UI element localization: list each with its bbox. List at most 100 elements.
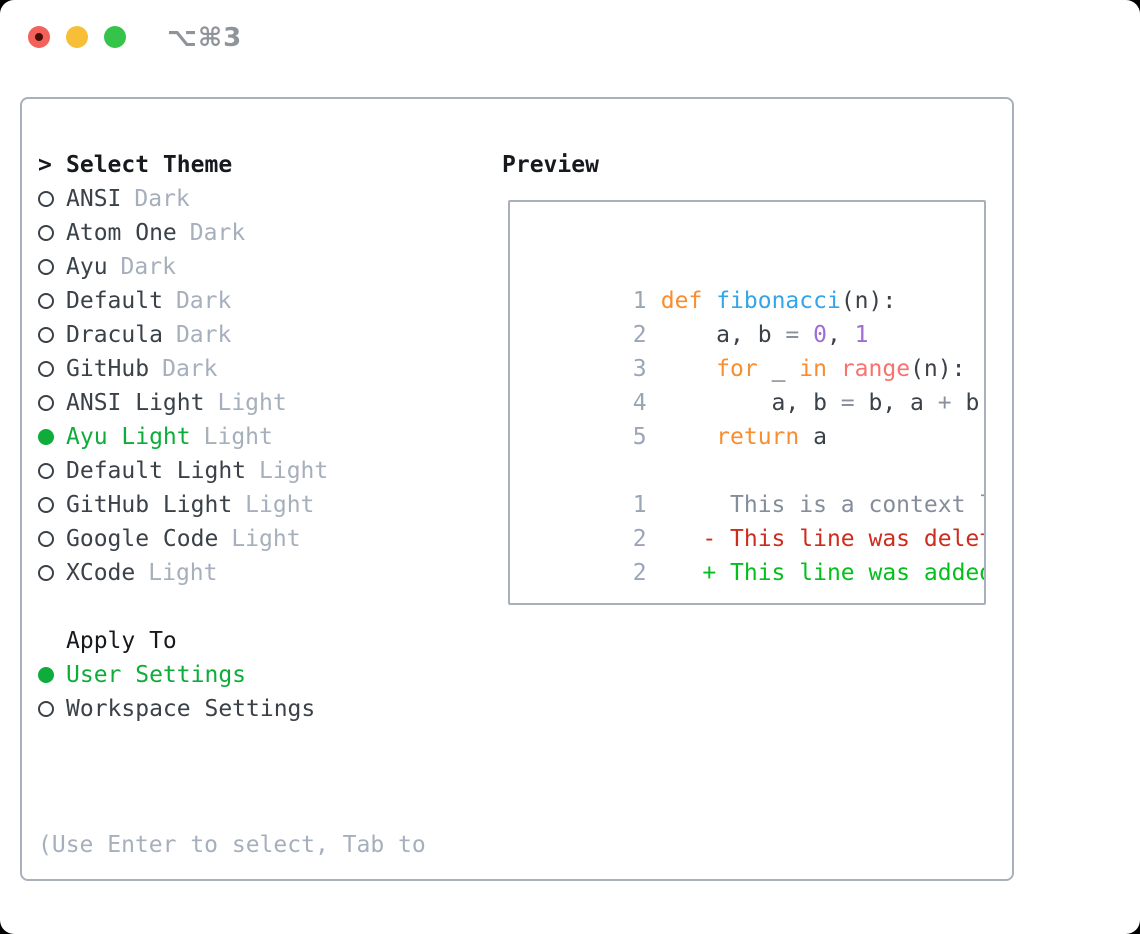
theme-variant: Light: [259, 458, 329, 484]
code-token: (n):: [910, 356, 966, 382]
theme-variant: Dark: [120, 254, 176, 280]
theme-variant: Light: [245, 492, 315, 518]
preview-title: Preview: [502, 152, 599, 178]
theme-option-ayu-dark[interactable]: Ayu Dark: [38, 250, 468, 284]
radio-icon: [38, 701, 54, 717]
code-token: [661, 424, 716, 450]
spacer: [38, 590, 468, 624]
diff-added-line: 2 + This line was added.: [522, 522, 984, 586]
line-number: 2: [632, 526, 647, 552]
theme-name: Dracula: [66, 322, 163, 348]
close-button[interactable]: [28, 26, 50, 48]
code-token: [702, 288, 716, 314]
titlebar: ⌥⌘3: [0, 0, 1140, 74]
theme-variant: Light: [217, 390, 287, 416]
theme-variant: Dark: [189, 220, 246, 246]
line-number: 1: [632, 288, 647, 314]
apply-option-workspace-settings[interactable]: Workspace Settings: [38, 692, 468, 726]
radio-icon: [38, 531, 54, 547]
code-token: a, b: [660, 390, 841, 416]
theme-option-ansi-light[interactable]: ANSI Light Light: [38, 386, 468, 420]
code-token: =: [785, 322, 814, 348]
code-token: b, a: [868, 390, 938, 416]
code-token: for: [716, 356, 758, 382]
line-number: 4: [632, 390, 647, 416]
code-line: 3 for _ in range(n):: [522, 318, 984, 382]
code-token: [661, 356, 716, 382]
theme-option-default-light[interactable]: Default Light Light: [38, 454, 468, 488]
hint-text: (Use Enter to select, Tab to change focu…: [38, 760, 468, 934]
theme-option-default-dark[interactable]: Default Dark: [38, 284, 468, 318]
code-line: 2 a, b = 0, 1: [522, 284, 984, 348]
diff-context-line: 1 This is a context line.: [522, 454, 984, 518]
theme-option-google-code-light[interactable]: Google Code Light: [38, 522, 468, 556]
line-number: 5: [632, 424, 647, 450]
radio-icon: [38, 259, 54, 275]
line-number: 2: [632, 322, 647, 348]
theme-name: GitHub Light: [66, 492, 233, 518]
line-number: 1: [632, 492, 647, 518]
apply-option-label: User Settings: [66, 662, 247, 688]
code-token: _: [757, 356, 800, 382]
theme-list-title: >Select Theme: [38, 148, 468, 182]
code-token: a, b: [660, 322, 786, 348]
diff-deleted-line: 2 - This line was deleted.: [522, 488, 984, 552]
radio-icon: [38, 225, 54, 241]
minimize-button[interactable]: [66, 26, 88, 48]
theme-name: GitHub: [66, 356, 150, 382]
radio-icon: [38, 327, 54, 343]
theme-variant: Dark: [162, 356, 218, 382]
radio-icon: [38, 497, 54, 513]
code-token: This is a context line.: [730, 492, 984, 518]
theme-option-ansi-dark[interactable]: ANSI Dark: [38, 182, 468, 216]
code-token: 1: [854, 322, 869, 348]
code-token: [827, 356, 841, 382]
theme-option-xcode-light[interactable]: XCode Light: [38, 556, 468, 590]
code-token: in: [799, 356, 827, 382]
window-shortcut-label: ⌥⌘3: [167, 23, 243, 53]
theme-name: Ayu Light: [66, 424, 191, 450]
spacer: [38, 726, 468, 760]
code-token: a: [799, 424, 827, 450]
radio-icon: [38, 293, 54, 309]
main-panel: >Select Theme ANSI Dark Atom One Dark Ay…: [20, 97, 1014, 881]
code-token: - This line was deleted.: [702, 526, 984, 552]
code-line: 4 a, b = b, a + b: [522, 352, 984, 416]
theme-option-github-dark[interactable]: GitHub Dark: [38, 352, 468, 386]
apply-to-title: Apply To: [66, 628, 177, 654]
code-token: (n):: [840, 288, 897, 314]
theme-option-dracula-dark[interactable]: Dracula Dark: [38, 318, 468, 352]
theme-option-atom-one-dark[interactable]: Atom One Dark: [38, 216, 468, 250]
theme-name: Google Code: [66, 526, 219, 552]
code-line: 5 return a: [522, 386, 984, 450]
code-token: def: [660, 288, 703, 314]
maximize-button[interactable]: [104, 26, 126, 48]
theme-variant: Dark: [134, 186, 190, 212]
apply-option-user-settings[interactable]: User Settings: [38, 658, 468, 692]
radio-icon: [38, 361, 54, 377]
code-token: ,: [826, 322, 855, 348]
radio-icon: [38, 565, 54, 581]
code-token: 0: [813, 322, 827, 348]
theme-option-github-light[interactable]: GitHub Light Light: [38, 488, 468, 522]
theme-variant: Light: [148, 560, 218, 586]
code-token: + This line was added.: [660, 560, 986, 586]
theme-option-ayu-light[interactable]: Ayu Light Light: [38, 420, 468, 454]
code-token: b: [965, 390, 980, 416]
radio-icon: [38, 463, 54, 479]
cursor-prompt-icon: >: [38, 152, 52, 178]
line-number: 2: [632, 560, 647, 586]
theme-variant: Light: [231, 526, 301, 552]
theme-variant: Light: [203, 424, 273, 450]
code-token: range: [840, 356, 911, 382]
theme-variant: Dark: [175, 322, 232, 348]
radio-icon: [38, 191, 54, 207]
hint-line-2: change focus): [38, 930, 468, 934]
line-number: 3: [632, 356, 647, 382]
unsaved-indicator-dot: [35, 33, 43, 41]
radio-selected-icon: [38, 667, 54, 683]
theme-name: ANSI Light: [66, 390, 205, 416]
